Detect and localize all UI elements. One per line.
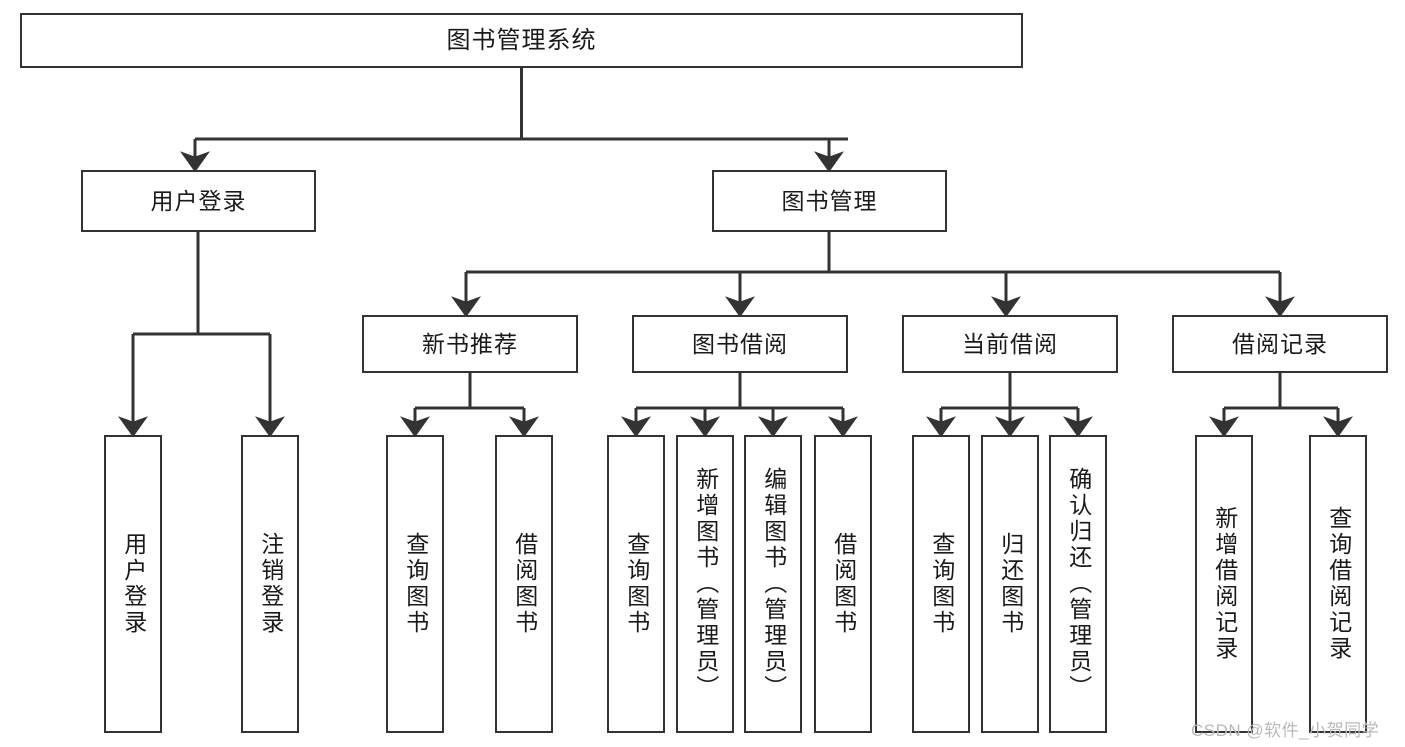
node-new-book-recommend-label: 新书推荐 [422, 330, 518, 357]
node-leaf-query-book-1[interactable]: 查询图书 [386, 435, 444, 733]
node-leaf-query-book-2[interactable]: 查询图书 [607, 435, 665, 733]
node-leaf-query-book-3-label: 查询图书 [928, 532, 955, 636]
node-borrow-record-label: 借阅记录 [1232, 330, 1328, 357]
node-leaf-query-book-3[interactable]: 查询图书 [912, 435, 970, 733]
node-leaf-add-record[interactable]: 新增借阅记录 [1195, 435, 1253, 733]
node-leaf-borrow-book-2[interactable]: 借阅图书 [814, 435, 872, 733]
node-leaf-borrow-book-1-label: 借阅图书 [511, 532, 538, 636]
node-leaf-add-record-label: 新增借阅记录 [1211, 506, 1238, 662]
node-current-borrow-label: 当前借阅 [962, 330, 1058, 357]
node-leaf-borrow-book-1[interactable]: 借阅图书 [495, 435, 553, 733]
node-leaf-return-book-label: 归还图书 [997, 532, 1024, 636]
node-leaf-user-login[interactable]: 用户登录 [104, 435, 162, 733]
node-leaf-edit-book[interactable]: 编辑图书（管理员） [744, 435, 802, 733]
node-leaf-return-book[interactable]: 归还图书 [981, 435, 1039, 733]
node-leaf-query-record[interactable]: 查询借阅记录 [1309, 435, 1367, 733]
csdn-watermark: CSDN @软件_小贺同学 [1191, 721, 1380, 740]
node-borrow-record[interactable]: 借阅记录 [1172, 315, 1388, 373]
node-leaf-query-record-label: 查询借阅记录 [1325, 506, 1352, 662]
node-leaf-logout-login[interactable]: 注销登录 [241, 435, 299, 733]
node-leaf-edit-book-label: 编辑图书（管理员） [760, 467, 787, 701]
node-leaf-confirm-return-label: 确认归还（管理员） [1065, 467, 1092, 701]
node-root-label: 图书管理系统 [446, 26, 597, 54]
node-book-borrow-label: 图书借阅 [692, 330, 788, 357]
node-leaf-query-book-2-label: 查询图书 [623, 532, 650, 636]
node-leaf-logout-login-label: 注销登录 [257, 532, 284, 636]
node-user-login-label: 用户登录 [150, 187, 247, 214]
node-leaf-confirm-return[interactable]: 确认归还（管理员） [1049, 435, 1107, 733]
node-new-book-recommend[interactable]: 新书推荐 [362, 315, 578, 373]
node-root[interactable]: 图书管理系统 [20, 13, 1023, 68]
node-book-borrow[interactable]: 图书借阅 [632, 315, 848, 373]
node-book-manage[interactable]: 图书管理 [712, 170, 947, 232]
node-current-borrow[interactable]: 当前借阅 [902, 315, 1118, 373]
node-leaf-add-book[interactable]: 新增图书（管理员） [676, 435, 734, 733]
node-leaf-borrow-book-2-label: 借阅图书 [830, 532, 857, 636]
node-user-login[interactable]: 用户登录 [81, 170, 316, 232]
node-leaf-user-login-label: 用户登录 [120, 532, 147, 636]
node-book-manage-label: 图书管理 [781, 187, 878, 214]
node-leaf-query-book-1-label: 查询图书 [402, 532, 429, 636]
node-leaf-add-book-label: 新增图书（管理员） [692, 467, 719, 701]
